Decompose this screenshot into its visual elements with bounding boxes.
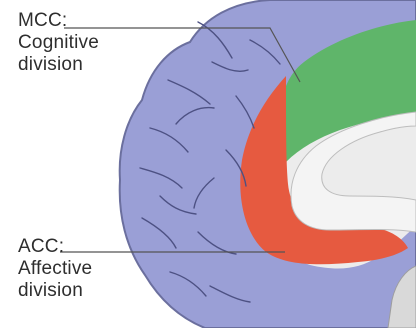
mcc-line2: division	[18, 54, 99, 76]
mcc-label: MCC: Cognitive division	[18, 10, 99, 76]
acc-line2: division	[18, 280, 92, 302]
acc-label: ACC: Affective division	[18, 236, 92, 302]
acc-abbr: ACC:	[18, 236, 92, 258]
mcc-abbr: MCC:	[18, 10, 99, 32]
mcc-line1: Cognitive	[18, 32, 99, 54]
acc-line1: Affective	[18, 258, 92, 280]
